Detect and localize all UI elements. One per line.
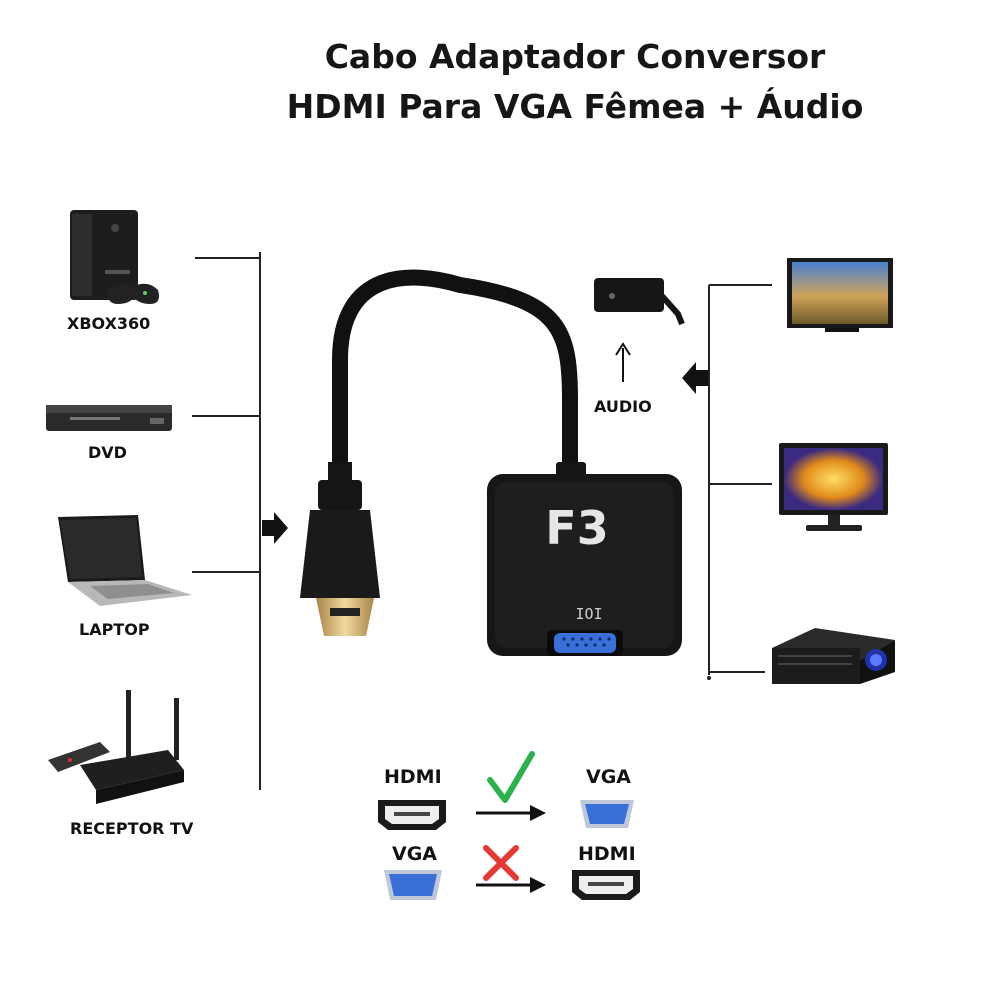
laptop-icon [58, 515, 192, 606]
monitor-icon [779, 443, 888, 531]
hdmi-port-icon [378, 800, 446, 830]
page-title: Cabo Adaptador Conversor HDMI Para VGA F… [250, 32, 900, 132]
compat-from-1: HDMI [384, 766, 442, 788]
label-xbox360: XBOX360 [67, 314, 151, 333]
arrow-right-icon [476, 805, 546, 821]
label-dvd: DVD [88, 443, 127, 462]
arrow-up-icon [615, 342, 631, 382]
arrow-left-icon [682, 362, 708, 394]
adapter-cable [332, 269, 578, 486]
tv-icon [787, 258, 893, 332]
check-icon [487, 751, 535, 803]
projector-icon [772, 628, 895, 684]
adapter-brand: F3 [545, 501, 608, 555]
title-line-2: HDMI Para VGA Fêmea + Áudio [286, 87, 864, 126]
compat-to-2: HDMI [578, 843, 636, 865]
xbox360-console-icon [70, 210, 159, 304]
audio-jack-icon [594, 278, 685, 326]
output-bracket [707, 284, 772, 680]
vga-port-icon [384, 870, 442, 900]
hdmi-plug [300, 462, 380, 636]
vga-adapter-body [487, 462, 682, 656]
tv-receiver-icon [48, 690, 184, 804]
title-line-1: Cabo Adaptador Conversor [324, 37, 826, 76]
cross-icon [483, 845, 519, 881]
vga-port-mark: IOI [575, 605, 602, 623]
source-bracket [192, 252, 261, 790]
compat-to-1: VGA [586, 766, 632, 788]
compat-from-2: VGA [392, 843, 438, 865]
arrow-right-icon [262, 512, 288, 544]
arrow-right-icon [476, 877, 546, 893]
label-receptor-tv: RECEPTOR TV [70, 819, 194, 838]
label-laptop: LAPTOP [79, 620, 150, 639]
label-audio: AUDIO [594, 397, 652, 416]
vga-port-icon [580, 800, 634, 828]
dvd-player-icon [46, 405, 172, 431]
hdmi-port-icon [572, 870, 640, 900]
